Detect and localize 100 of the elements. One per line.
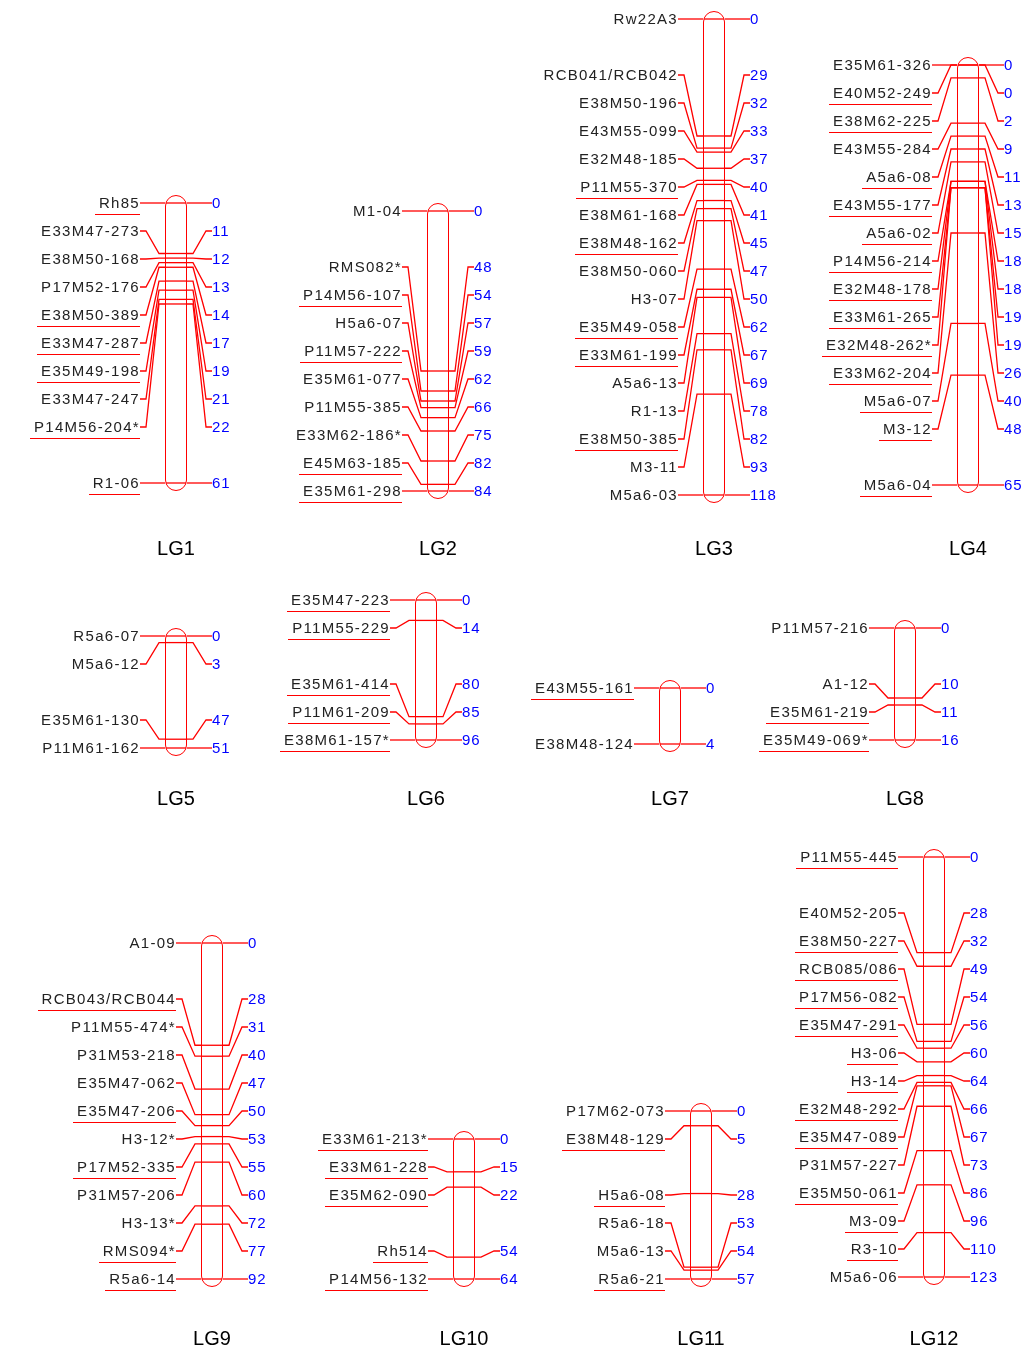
map-position: 0 xyxy=(737,1101,747,1121)
leader-line xyxy=(724,102,751,149)
leader-line xyxy=(897,1074,924,1082)
leader-line xyxy=(680,687,707,689)
leader-line xyxy=(186,257,213,260)
marker-name: M5a6-06 xyxy=(825,1267,898,1287)
marker-name: R5a6-21 xyxy=(594,1269,665,1291)
leader-line xyxy=(897,1184,924,1222)
leader-line xyxy=(401,434,428,462)
leader-line xyxy=(680,743,707,745)
linkage-group-label: LG8 xyxy=(886,786,924,810)
leader-line xyxy=(139,635,166,637)
map-position: 19 xyxy=(1004,335,1023,355)
marker-name: M5a6-03 xyxy=(605,485,678,505)
map-position: 0 xyxy=(474,201,484,221)
marker-name: P11M55-385 xyxy=(300,397,402,417)
leader-line xyxy=(186,280,213,344)
leader-line xyxy=(222,1026,249,1057)
leader-line xyxy=(944,968,971,1025)
leader-line xyxy=(448,266,475,372)
leader-line xyxy=(664,1125,691,1140)
leader-line xyxy=(677,288,704,356)
leader-line xyxy=(978,187,1005,346)
leader-line xyxy=(186,747,213,749)
map-position: 62 xyxy=(474,369,493,389)
map-position: 53 xyxy=(737,1213,756,1233)
leader-line xyxy=(677,296,704,384)
marker-name: E35M61-077 xyxy=(299,369,402,389)
leader-line xyxy=(931,180,958,290)
map-position: 96 xyxy=(970,1211,989,1231)
marker-name: E43M55-099 xyxy=(575,121,678,141)
map-position: 75 xyxy=(474,425,493,445)
marker-name: P11M55-370 xyxy=(576,177,678,199)
map-position: 29 xyxy=(750,65,769,85)
map-position: 5 xyxy=(737,1129,747,1149)
marker-name: P11M57-222 xyxy=(300,341,402,363)
leader-line xyxy=(711,1250,738,1271)
leader-line xyxy=(724,158,751,169)
leader-line xyxy=(222,1082,249,1116)
leader-line xyxy=(186,641,213,665)
marker-name: H3-14 xyxy=(846,1071,898,1093)
map-position: 40 xyxy=(750,177,769,197)
leader-line xyxy=(944,856,971,858)
leader-line xyxy=(931,161,958,234)
marker-name: E33M47-287 xyxy=(37,333,140,355)
marker-name: RCB041/RCB042 xyxy=(539,65,678,85)
leader-line xyxy=(427,1166,454,1173)
leader-line xyxy=(427,1138,454,1140)
leader-line xyxy=(897,1081,924,1110)
marker-name: Rh85 xyxy=(94,193,140,215)
linkage-group-label: LG5 xyxy=(157,786,195,810)
marker-name: Rh514 xyxy=(373,1241,428,1263)
map-position: 56 xyxy=(970,1015,989,1035)
leader-line xyxy=(401,322,428,402)
leader-line xyxy=(222,1143,249,1168)
leader-line xyxy=(222,1223,249,1252)
marker-name: P17M62-073 xyxy=(562,1101,665,1121)
marker-name: E33M61-213* xyxy=(317,1129,428,1151)
marker-name: P11M61-209 xyxy=(288,702,390,724)
leader-line xyxy=(175,1223,202,1252)
leader-line xyxy=(944,1024,971,1049)
marker-name: E43M55-161 xyxy=(531,678,634,700)
leader-line xyxy=(222,998,249,1046)
map-position: 37 xyxy=(750,149,769,169)
leader-line xyxy=(436,739,463,741)
leader-line xyxy=(724,494,751,496)
linkage-group-label: LG7 xyxy=(651,786,689,810)
map-position: 47 xyxy=(248,1073,267,1093)
marker-name: M5a6-07 xyxy=(859,391,932,413)
leader-line xyxy=(139,303,166,428)
marker-name: M3-11 xyxy=(626,457,678,477)
leader-line xyxy=(186,482,213,484)
leader-line xyxy=(222,942,249,944)
leader-line xyxy=(436,711,463,725)
map-position: 54 xyxy=(500,1241,519,1261)
marker-name: E32M48-178 xyxy=(829,279,932,301)
leader-line xyxy=(978,484,1005,486)
marker-name: E35M49-058 xyxy=(575,317,678,339)
leader-line xyxy=(139,641,166,665)
marker-name: E43M55-284 xyxy=(829,139,932,159)
map-position: 2 xyxy=(1004,111,1014,131)
leader-line xyxy=(401,210,428,212)
leader-line xyxy=(474,1278,501,1280)
map-position: 32 xyxy=(970,931,989,951)
leader-line xyxy=(401,406,428,432)
map-position: 40 xyxy=(1004,391,1023,411)
marker-name: E43M55-177 xyxy=(829,195,932,217)
leader-line xyxy=(677,179,704,188)
map-position: 13 xyxy=(212,277,231,297)
leader-line xyxy=(401,294,428,392)
map-position: 9 xyxy=(1004,139,1014,159)
leader-line xyxy=(724,220,751,300)
leader-line xyxy=(427,1186,454,1196)
leader-line xyxy=(401,462,428,485)
map-position: 0 xyxy=(1004,83,1014,103)
leader-line xyxy=(175,1278,202,1280)
marker-name: H3-13* xyxy=(117,1213,176,1233)
marker-name: E38M50-196 xyxy=(575,93,678,113)
leader-line xyxy=(724,207,751,272)
marker-name: R1-06 xyxy=(88,473,140,495)
